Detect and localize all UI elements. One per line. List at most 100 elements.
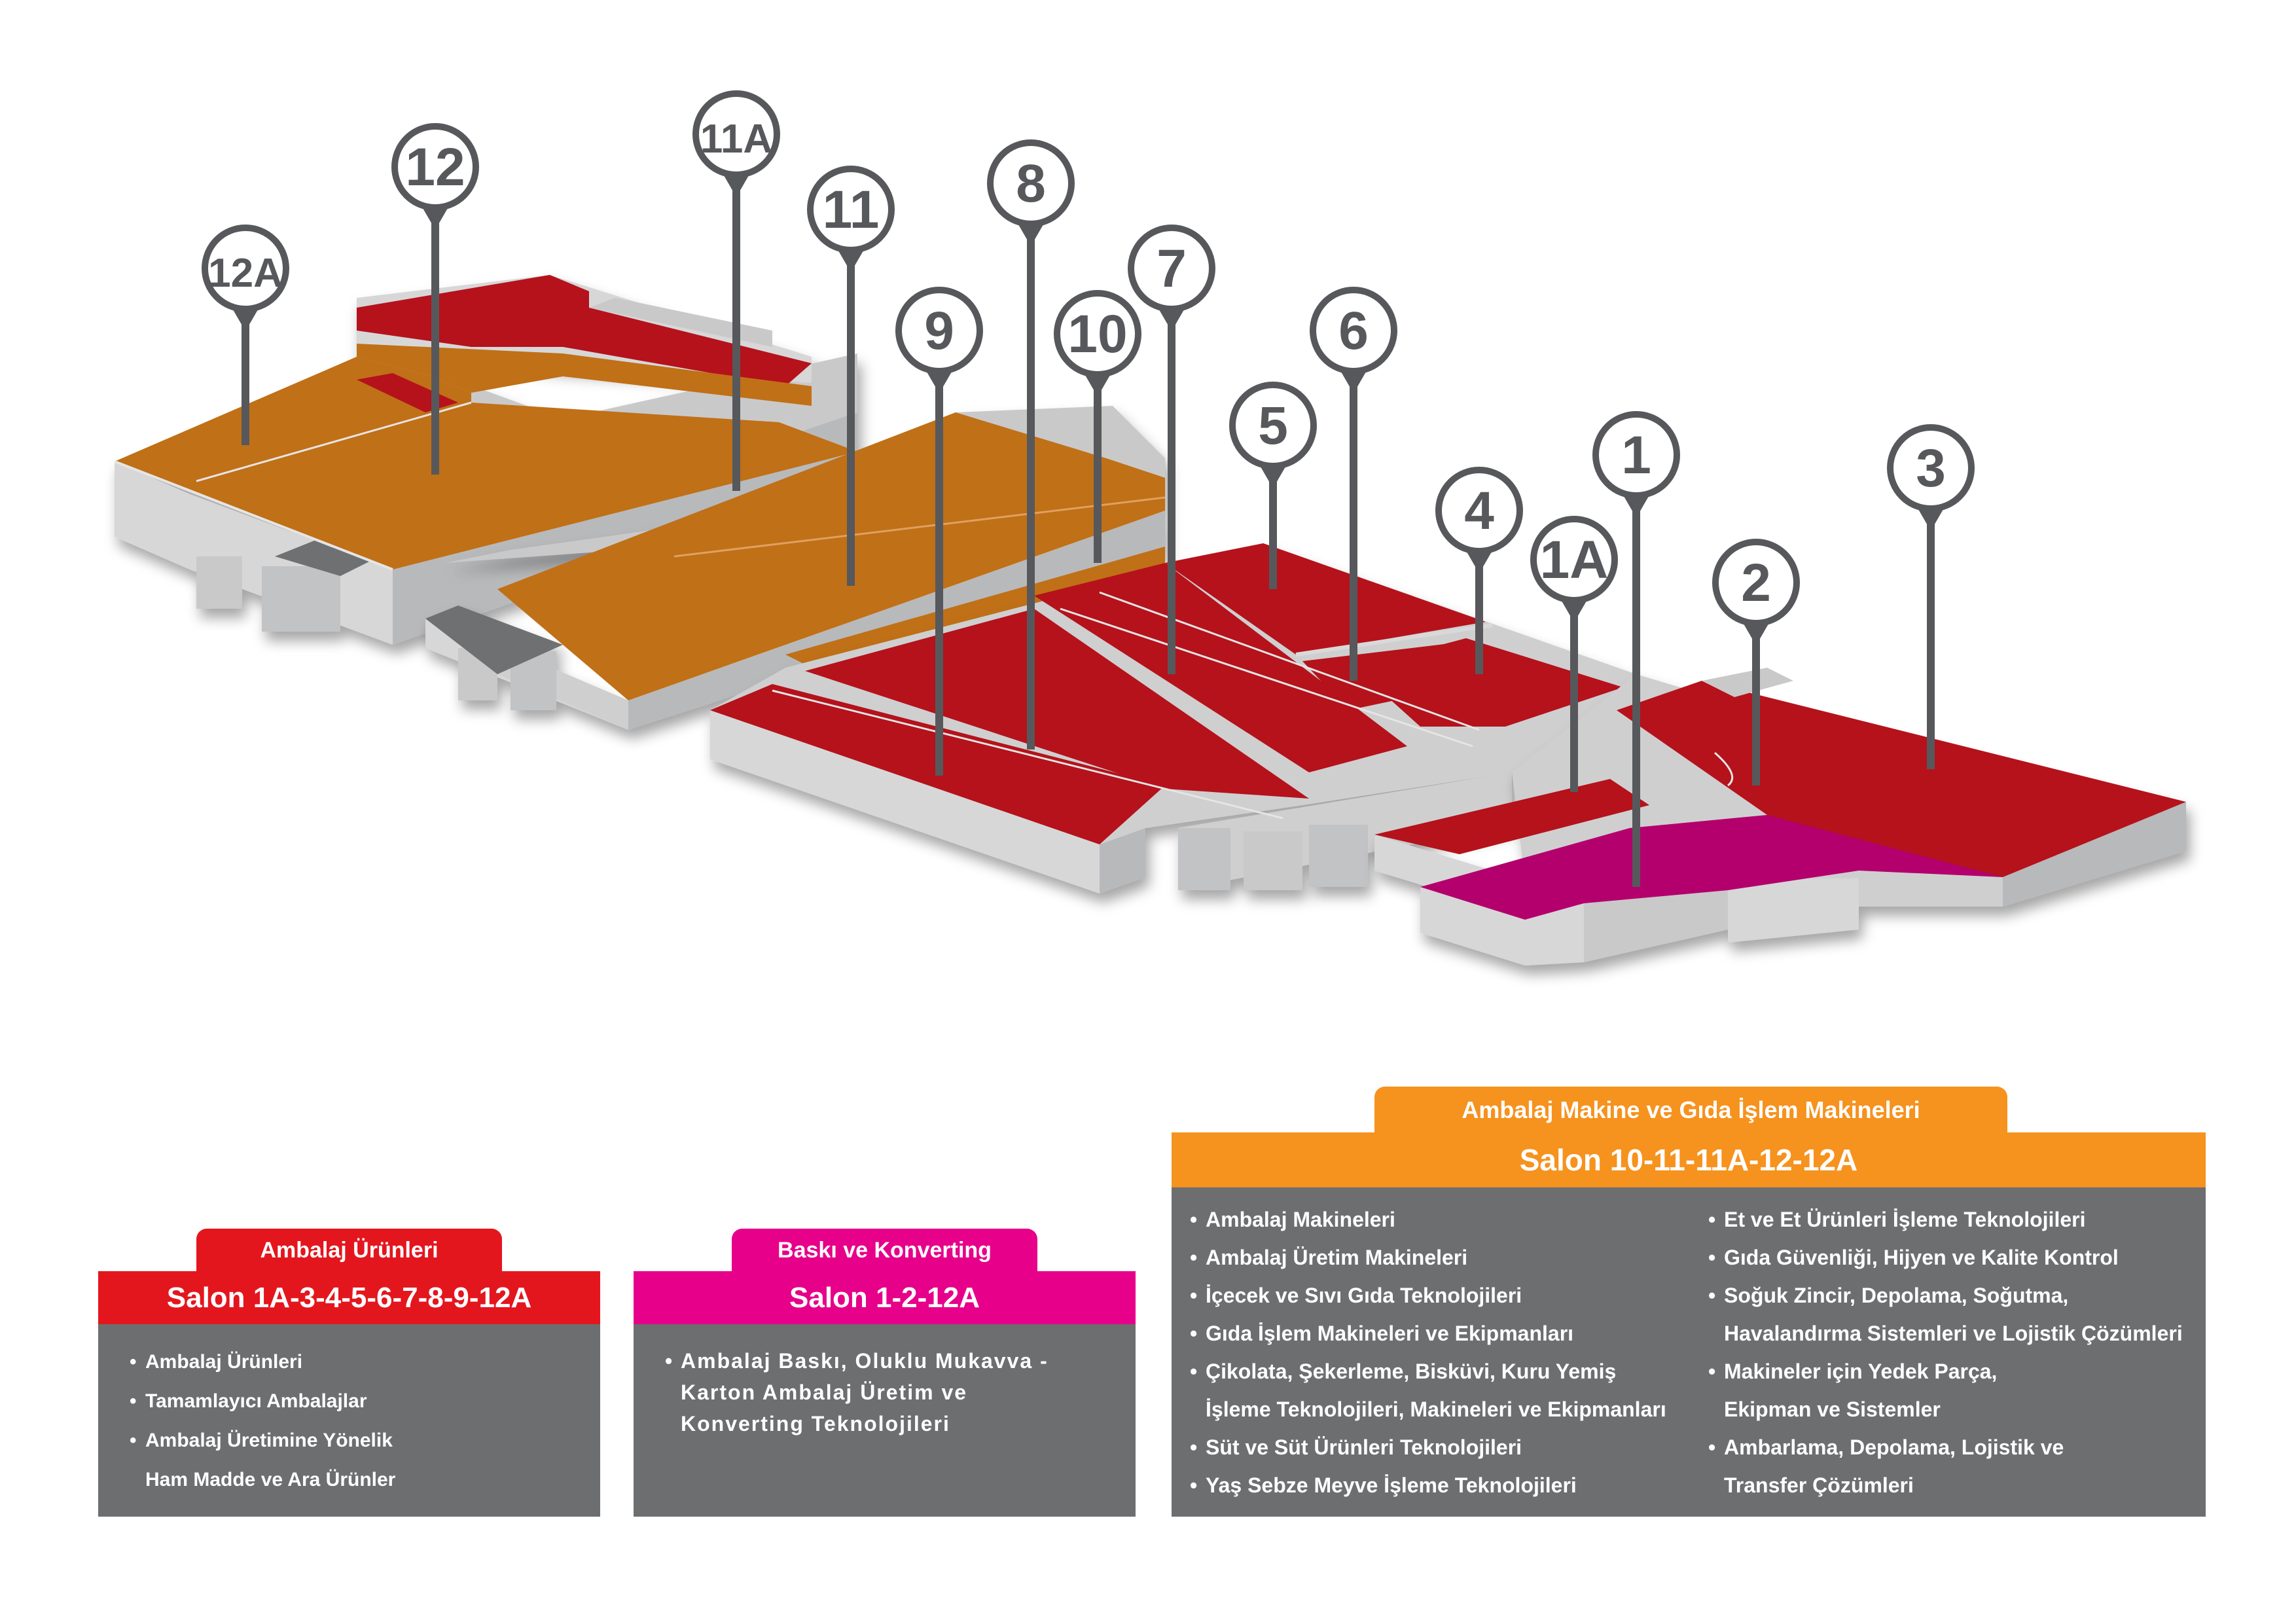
pin-label: 1 (1621, 425, 1651, 485)
legend-box: Ambalaj Baskı, Oluklu Mukavva - Karton A… (634, 1324, 1136, 1517)
hall-11-floor (497, 412, 1165, 700)
legend-item: Ambalaj Baskı, Oluklu Mukavva - Karton A… (665, 1345, 1122, 1439)
legend-box: Ambalaj MakineleriAmbalaj Üretim Makinel… (1172, 1187, 2206, 1517)
legend-item: Yaş Sebze Meyve İşleme Teknolojileri (1190, 1466, 1727, 1504)
hall-8-floor (805, 609, 1309, 799)
pin-tip (1016, 221, 1045, 246)
legend-item: Ambalaj Üretimine Yönelik Ham Madde ve A… (130, 1421, 587, 1500)
pin-hall-4[interactable]: 4 (1435, 467, 1523, 674)
pin-marker-icon (1054, 290, 1141, 378)
legend-baski-konverting: Baskı ve Konverting Salon 1-2-12A Ambala… (634, 1229, 1136, 1517)
pin-tip (1560, 598, 1588, 623)
hall-12-floor (115, 357, 857, 569)
pin-tip (1339, 369, 1368, 393)
hall-12-red-top (357, 275, 812, 386)
pin-marker-icon (1310, 287, 1397, 374)
pin-marker-icon (1128, 225, 1215, 312)
block-a-floors (114, 275, 857, 571)
pin-label: 6 (1338, 301, 1369, 361)
legend-item: Ambalaj Makineleri (1190, 1200, 1727, 1238)
hall-7-floor (1034, 563, 1407, 772)
legend-item: Süt ve Süt Ürünleri Teknolojileri (1190, 1428, 1727, 1466)
pin-hall-7[interactable]: 7 (1128, 225, 1215, 674)
pin-marker-icon (895, 287, 983, 374)
pin-marker-icon (1530, 516, 1618, 604)
pin-tip (1742, 621, 1770, 645)
legend-item: Çikolata, Şekerleme, Bisküvi, Kuru Yemiş… (1190, 1352, 1727, 1428)
pin-label: 8 (1016, 154, 1046, 213)
legend-ambalaj-urunleri: Ambalaj Ürünleri Salon 1A-3-4-5-6-7-8-9-… (98, 1229, 600, 1517)
legend-title: Salon 1A-3-4-5-6-7-8-9-12A (98, 1271, 600, 1324)
legend-title: Salon 10-11-11A-12-12A (1172, 1132, 2206, 1187)
pin-marker-icon (1712, 539, 1800, 626)
pin-tip (421, 205, 450, 230)
pin-hall-12[interactable]: 12 (391, 123, 479, 475)
pin-hall-3[interactable]: 3 (1887, 424, 1975, 769)
legend-item: Gıda Güvenliği, Hijyen ve Kalite Kontrol (1708, 1238, 2193, 1276)
legend-box: Ambalaj ÜrünleriTamamlayıcı AmbalajlarAm… (98, 1324, 600, 1517)
legend-item: Soğuk Zincir, Depolama, Soğutma, Havalan… (1708, 1276, 2193, 1352)
pin-marker-icon (692, 90, 780, 178)
hall-1-2-floor (1420, 815, 2003, 920)
hall-4-floor (1355, 638, 1623, 727)
pin-marker-icon (1887, 424, 1975, 512)
pin-label: 11 (823, 180, 880, 240)
pin-label: 7 (1157, 239, 1187, 298)
legend-item: Ambarlama, Depolama, Lojistik ve Transfe… (1708, 1428, 2193, 1504)
pin-label: 10 (1067, 304, 1127, 364)
pin-hall-9[interactable]: 9 (895, 287, 983, 776)
legend-item: Et ve Et Ürünleri İşleme Teknolojileri (1708, 1200, 2193, 1238)
pin-label: 9 (924, 301, 954, 361)
pin-tip (1622, 493, 1651, 518)
pin-marker-icon (807, 166, 895, 253)
pin-hall-1[interactable]: 1 (1592, 411, 1680, 887)
pin-hall-11[interactable]: 11 (807, 166, 895, 586)
block-b-floors (497, 412, 1166, 700)
hall-1a-floor (1374, 779, 1649, 854)
pin-label: 2 (1741, 553, 1771, 613)
pin-hall-2[interactable]: 2 (1712, 539, 1800, 785)
legend-item: Tamamlayıcı Ambalajlar (130, 1382, 587, 1421)
pin-hall-10[interactable]: 10 (1054, 290, 1141, 563)
legend-item: Ambalaj Üretim Makineleri (1190, 1238, 1727, 1276)
legend-item: Makineler için Yedek Parça, Ekipman ve S… (1708, 1352, 2193, 1428)
legend-item: İçecek ve Sıvı Gıda Teknolojileri (1190, 1276, 1727, 1314)
pin-label: 4 (1464, 481, 1494, 541)
pin-marker-icon (987, 139, 1075, 227)
legend-ambalaj-makine: Ambalaj Makine ve Gıda İşlem Makineleri … (1172, 1087, 2206, 1517)
legend-tab: Ambalaj Makine ve Gıda İşlem Makineleri (1374, 1087, 2007, 1134)
pin-hall-8[interactable]: 8 (987, 139, 1075, 749)
pin-tip (722, 172, 751, 197)
legend-tab: Ambalaj Ürünleri (196, 1229, 502, 1272)
pin-hall-12a[interactable]: 12A (202, 225, 289, 445)
pin-tip (1465, 549, 1494, 573)
pin-tip (1157, 306, 1186, 331)
pin-hall-1a[interactable]: 1A (1530, 516, 1618, 792)
pin-tip (231, 306, 260, 331)
legend-item: Gıda İşlem Makineleri ve Ekipmanları (1190, 1314, 1727, 1352)
pin-label: 1A (1540, 530, 1609, 590)
pin-label: 11A (700, 117, 772, 162)
pin-tip (836, 247, 865, 272)
pin-hall-5[interactable]: 5 (1229, 382, 1317, 589)
pin-label: 3 (1916, 439, 1946, 498)
pin-marker-icon (1435, 467, 1523, 554)
hall-10-floor (785, 547, 1165, 674)
hall-5-floor (1165, 543, 1486, 655)
pin-hall-6[interactable]: 6 (1310, 287, 1397, 681)
legend-title: Salon 1-2-12A (634, 1271, 1136, 1324)
pin-marker-icon (1229, 382, 1317, 469)
pin-label: 12 (405, 137, 465, 197)
pin-tip (1083, 372, 1112, 397)
legend-item: Ambalaj Ürünleri (130, 1343, 587, 1382)
pin-marker-icon (1592, 411, 1680, 499)
pin-hall-11a[interactable]: 11A (692, 90, 780, 491)
pin-tip (1259, 463, 1287, 488)
pin-marker-icon (391, 123, 479, 211)
pin-marker-icon (202, 225, 289, 312)
pin-tip (1916, 506, 1945, 531)
pin-label: 12A (208, 251, 283, 296)
pin-tip (925, 369, 954, 393)
